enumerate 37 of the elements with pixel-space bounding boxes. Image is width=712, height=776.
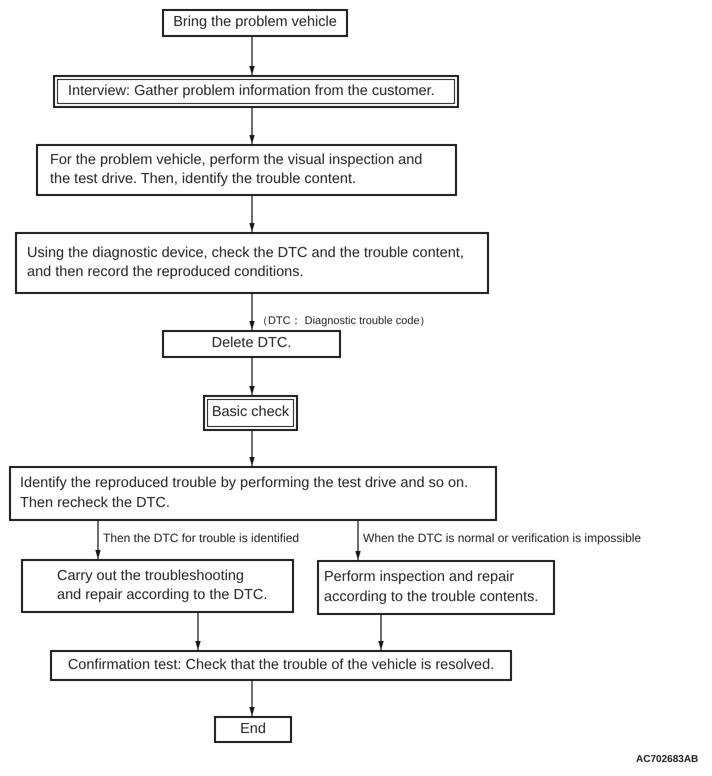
edge-label: Then the DTC for trouble is identified — [103, 531, 300, 546]
process-box — [15, 232, 489, 294]
step-text: Perform inspection and repair according to the trouble contents. — [324, 568, 540, 606]
process-box — [317, 560, 555, 615]
arrow — [249, 294, 255, 330]
process-box — [50, 650, 512, 681]
arrow — [378, 615, 384, 650]
step-text: For the problem vehicle, perform the visual inspection and the test drive. Then, identify the trouble content. — [50, 150, 424, 189]
arrow — [249, 358, 255, 395]
step-text: Interview: Gather problem information from the customer. — [68, 82, 435, 101]
step-text: End — [240, 720, 266, 739]
process-box — [162, 330, 341, 358]
arrow — [249, 196, 255, 232]
arrow — [249, 431, 255, 466]
edge-label: When the DTC is normal or verification is impossible — [363, 531, 642, 546]
step-text: Carry out the troubleshooting and repair according to the DTC. — [57, 566, 268, 605]
process-box — [214, 716, 292, 743]
double-border-box — [203, 395, 298, 431]
process-box — [9, 466, 497, 521]
step-text: Identify the reproduced trouble by performing the test drive and so on. Then recheck the DTC. — [20, 474, 470, 512]
step-text: Using the diagnostic device, check the DTC and the trouble content, and then record the reproduced conditions. — [27, 244, 465, 282]
process-box — [162, 9, 348, 37]
process-box — [36, 144, 457, 196]
arrow — [95, 521, 101, 559]
arrow — [249, 108, 255, 144]
arrow — [249, 37, 255, 75]
double-border-box — [53, 75, 459, 108]
process-box — [21, 559, 294, 613]
step-text: Delete DTC. — [212, 334, 292, 354]
figure-code: AC702683AB — [636, 754, 698, 766]
arrow — [195, 613, 201, 650]
arrow — [355, 521, 361, 560]
step-text: Bring the problem vehicle — [173, 13, 337, 32]
step-text: Basic check — [212, 403, 290, 422]
step-text: Confirmation test: Check that the trouble of the vehicle is resolved. — [68, 656, 494, 675]
note-text: （DTC： Diagnostic trouble code） — [257, 315, 431, 328]
arrow — [249, 681, 255, 716]
